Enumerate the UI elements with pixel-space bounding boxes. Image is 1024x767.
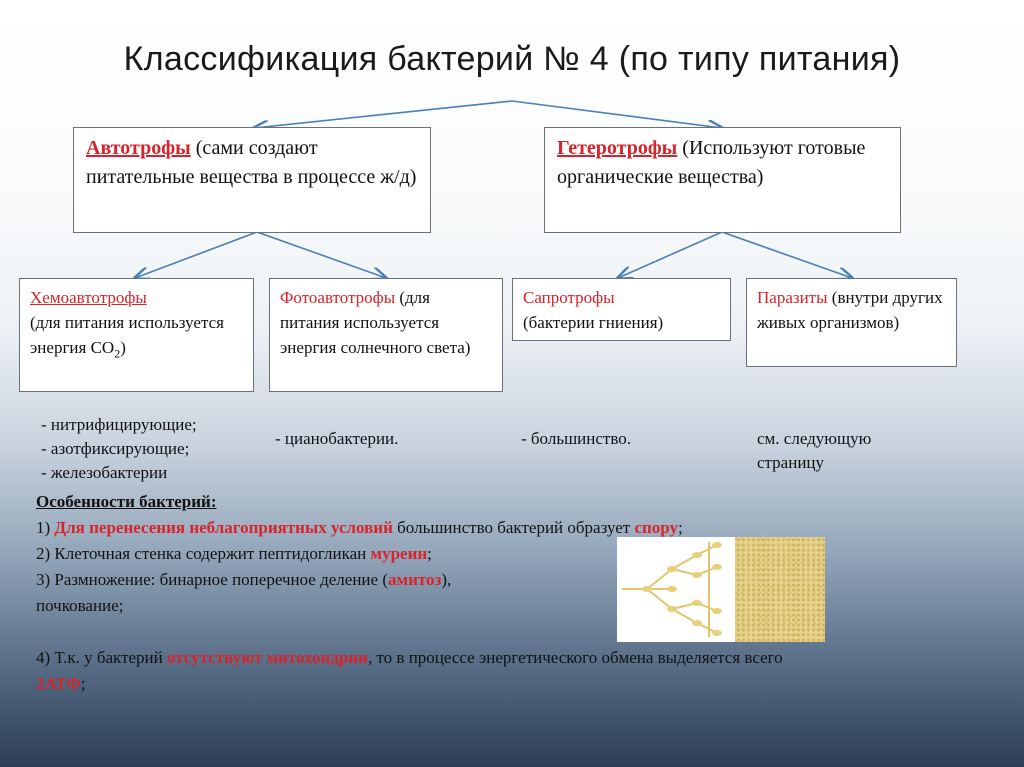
chemoautotrophs-subscript: 2 xyxy=(114,346,121,361)
arrow-to-photo xyxy=(256,231,386,278)
saprotrophs-box: Сапротрофы (бактерии гниения) xyxy=(512,278,731,341)
chemoautotrophs-desc: (для питания используется энергия СО xyxy=(30,313,224,357)
chemoautotrophs-box: Хемоавтотрофы (для питания используется … xyxy=(19,278,254,392)
saprotrophs-examples: - большинство. xyxy=(521,429,631,448)
parasites-note: см. следующую страницу xyxy=(757,427,871,475)
list-item: см. следующую xyxy=(757,429,872,448)
photoautotrophs-desc: (для питания используется энергия солнеч… xyxy=(280,288,471,357)
feature-3: 3) Размножение: бинарное поперечное деле… xyxy=(36,570,452,589)
arrow-to-parasites xyxy=(721,231,852,278)
culture-texture xyxy=(735,537,825,642)
feature-3-cont: почкование; xyxy=(36,596,124,615)
parasites-box: Паразиты (внутри других живых организмов… xyxy=(746,278,957,367)
autotrophs-box: Автотрофы (сами создают питательные веще… xyxy=(73,127,431,233)
feature-4: 4) Т.к. у бактерий отсутствуют митохондр… xyxy=(36,648,783,667)
bacteria-features: Особенности бактерий: 1) Для перенесения… xyxy=(36,489,996,697)
arrow-to-sapro xyxy=(618,231,723,278)
bacteria-illustration xyxy=(617,537,825,642)
autotrophs-term: Автотрофы xyxy=(86,137,191,159)
parasites-desc: (внутри других живых организмов) xyxy=(757,288,943,332)
page-title: Классификация бактерий № 4 (по типу пита… xyxy=(123,40,901,78)
heterotrophs-box: Гетеротрофы (Используют готовые органиче… xyxy=(544,127,901,233)
chemoautotrophs-term: Хемоавтотрофы xyxy=(30,288,147,307)
heterotrophs-desc: (Используют готовые органические веществ… xyxy=(557,137,866,188)
feature-1: 1) Для перенесения неблагоприятных услов… xyxy=(36,518,683,537)
arrow-to-autotrophs xyxy=(254,100,513,128)
parasites-term: Паразиты xyxy=(757,288,828,307)
list-item: - азотфиксирующие; xyxy=(41,439,190,458)
heterotrophs-term: Гетеротрофы xyxy=(557,137,678,159)
branching-colony-icon xyxy=(622,542,722,637)
feature-4-cont: 2АТФ; xyxy=(36,674,86,693)
chemoautotrophs-examples: - нитрифицирующие; - азотфиксирующие; - … xyxy=(41,413,197,485)
list-item: - железобактерии xyxy=(41,463,168,482)
saprotrophs-term: Сапротрофы xyxy=(523,288,615,307)
arrow-to-heterotrophs xyxy=(511,100,722,128)
photoautotrophs-term: Фотоавтотрофы xyxy=(280,288,396,307)
list-item: - нитрифицирующие; xyxy=(41,415,197,434)
chemoautotrophs-desc-end: ) xyxy=(120,338,126,357)
feature-2: 2) Клеточная стенка содержит пептидоглик… xyxy=(36,544,432,563)
autotrophs-desc: (сами создают питательные вещества в про… xyxy=(86,137,417,188)
arrow-to-chemo xyxy=(135,231,258,278)
list-item: страницу xyxy=(757,453,825,472)
photoautotrophs-examples: - цианобактерии. xyxy=(275,429,399,448)
saprotrophs-desc: (бактерии гниения) xyxy=(523,313,664,332)
photoautotrophs-box: Фотоавтотрофы (для питания используется … xyxy=(269,278,503,392)
features-heading: Особенности бактерий: xyxy=(36,492,217,511)
